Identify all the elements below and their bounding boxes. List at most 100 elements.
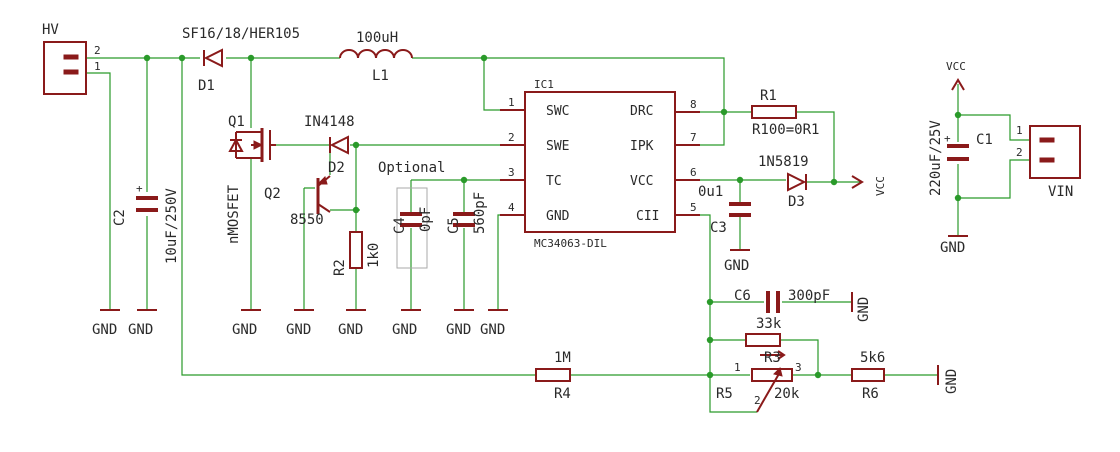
diode-d3: 1N5819 D3 <box>758 154 809 210</box>
r4-value-label: 1M <box>554 350 571 366</box>
ic-pin3: 3 <box>508 166 515 179</box>
gnd-label-7: GND <box>446 322 471 338</box>
c5-value-label: 560pF <box>472 192 488 234</box>
inductor-l1: 100uH L1 <box>339 30 413 84</box>
resistor-r2: R2 1k0 <box>332 231 382 276</box>
ic-part-label: MC34063-DIL <box>534 237 607 250</box>
q1-label: Q1 <box>228 114 245 130</box>
capacitor-c5: C5 560pF <box>446 192 488 234</box>
hv-pin1-label: 1 <box>94 60 101 73</box>
r5-pin1-label: 1 <box>734 361 741 374</box>
vin-label: VIN <box>1048 184 1073 200</box>
capacitor-c3: 0u1 C3 <box>698 184 751 236</box>
capacitor-c4: Optional C4 0pF <box>378 160 445 269</box>
ic-pin2: 2 <box>508 131 515 144</box>
gnd-label-6: GND <box>392 322 417 338</box>
r1-label: R1 <box>760 88 777 104</box>
transistor-q2: Q2 8550 <box>264 175 331 228</box>
r5-pin3-label: 3 <box>795 361 802 374</box>
d3-label: D3 <box>788 194 805 210</box>
ic-tc-label: TC <box>546 174 562 189</box>
ic-pin6: 6 <box>690 166 697 179</box>
potentiometer-r5: R3 1 3 2 R5 20k <box>716 350 802 413</box>
vcc-output-symbol: VCC <box>851 175 887 196</box>
hv-connector: HV 2 1 <box>42 22 101 95</box>
capacitor-c2: + C2 10uF/250V <box>112 182 180 264</box>
c1-value-label: 220uF/25V <box>928 120 944 196</box>
capacitor-c1: + C1 220uF/25V <box>928 120 993 196</box>
c5-label: C5 <box>446 217 462 234</box>
ic-mc34063: IC1 MC34063-DIL SWC SWE TC GND DRC IPK V… <box>500 78 700 250</box>
d2-label: D2 <box>328 160 345 176</box>
d1-label: D1 <box>198 78 215 94</box>
c4-value-label: 0pF <box>418 207 434 232</box>
c2-plus-label: + <box>136 182 143 195</box>
vin-pin2-label: 2 <box>1016 146 1023 159</box>
gnd-label-2: GND <box>128 322 153 338</box>
r6-label: R6 <box>862 386 879 402</box>
q2-label: Q2 <box>264 186 281 202</box>
vin-vcc-label: VCC <box>946 60 966 73</box>
ic-cii-label: CII <box>636 209 659 224</box>
gnd-label-9: GND <box>724 258 749 274</box>
vin-pin1-label: 1 <box>1016 124 1023 137</box>
r3-value-label: 33k <box>756 316 782 332</box>
r5-label: R5 <box>716 386 733 402</box>
ic-name-label: IC1 <box>534 78 554 91</box>
c6-value-label: 300pF <box>788 288 830 304</box>
c2-value-label: 10uF/250V <box>164 188 180 264</box>
junctions <box>143 54 962 379</box>
vcc-out-label: VCC <box>874 176 887 196</box>
gnd-label-4: GND <box>286 322 311 338</box>
c3-value-label: 0u1 <box>698 184 723 200</box>
ic-pin5: 5 <box>690 201 697 214</box>
vin-connector: 1 2 VIN <box>1016 124 1081 200</box>
c4-label: C4 <box>392 217 408 234</box>
q1-type-label: nMOSFET <box>226 184 242 244</box>
gnd-label-10: GND <box>856 297 872 322</box>
r3-label: R3 <box>764 350 781 366</box>
d2-part-label: IN4148 <box>304 114 355 130</box>
resistor-r4: 1M R4 <box>535 350 571 402</box>
d1-part-label: SF16/18/HER105 <box>182 26 300 42</box>
d3-part-label: 1N5819 <box>758 154 809 170</box>
gnd-label-12: GND <box>940 240 965 256</box>
ic-swe-label: SWE <box>546 139 569 154</box>
diode-d2: IN4148 D2 <box>304 114 355 176</box>
ic-pin1: 1 <box>508 96 515 109</box>
capacitor-c6: C6 300pF <box>734 288 830 313</box>
resistor-r6: 5k6 R6 <box>851 350 885 402</box>
resistor-r1: R1 R100=0R1 <box>751 88 819 138</box>
hv-label: HV <box>42 22 59 38</box>
r6-value-label: 5k6 <box>860 350 885 366</box>
gnd-label-11: GND <box>944 369 960 394</box>
gnd-label-3: GND <box>232 322 257 338</box>
ic-drc-label: DRC <box>630 104 653 119</box>
gnd-label-8: GND <box>480 322 505 338</box>
r5-pin2-label: 2 <box>754 394 761 407</box>
ground-symbols: GND GND GND GND GND GND GND GND GND GND … <box>92 235 968 394</box>
ic-pin8: 8 <box>690 98 697 111</box>
r1-value-label: R100=0R1 <box>752 122 819 138</box>
ic-pin4: 4 <box>508 201 515 214</box>
c3-label: C3 <box>710 220 727 236</box>
c2-label: C2 <box>112 209 128 226</box>
r5-value-label: 20k <box>774 386 800 402</box>
optional-label: Optional <box>378 160 445 176</box>
l1-label: L1 <box>372 68 389 84</box>
vin-vcc-symbol: VCC <box>946 60 966 91</box>
gnd-label-1: GND <box>92 322 117 338</box>
l1-value-label: 100uH <box>356 30 398 46</box>
wires <box>86 57 1030 413</box>
c1-label: C1 <box>976 132 993 148</box>
gnd-label-5: GND <box>338 322 363 338</box>
r2-value-label: 1k0 <box>366 243 382 268</box>
c1-plus-label: + <box>944 132 951 145</box>
ic-swc-label: SWC <box>546 104 569 119</box>
mosfet-q1: Q1 nMOSFET <box>226 114 276 244</box>
r4-label: R4 <box>554 386 571 402</box>
r2-label: R2 <box>332 259 348 276</box>
c6-label: C6 <box>734 288 751 304</box>
